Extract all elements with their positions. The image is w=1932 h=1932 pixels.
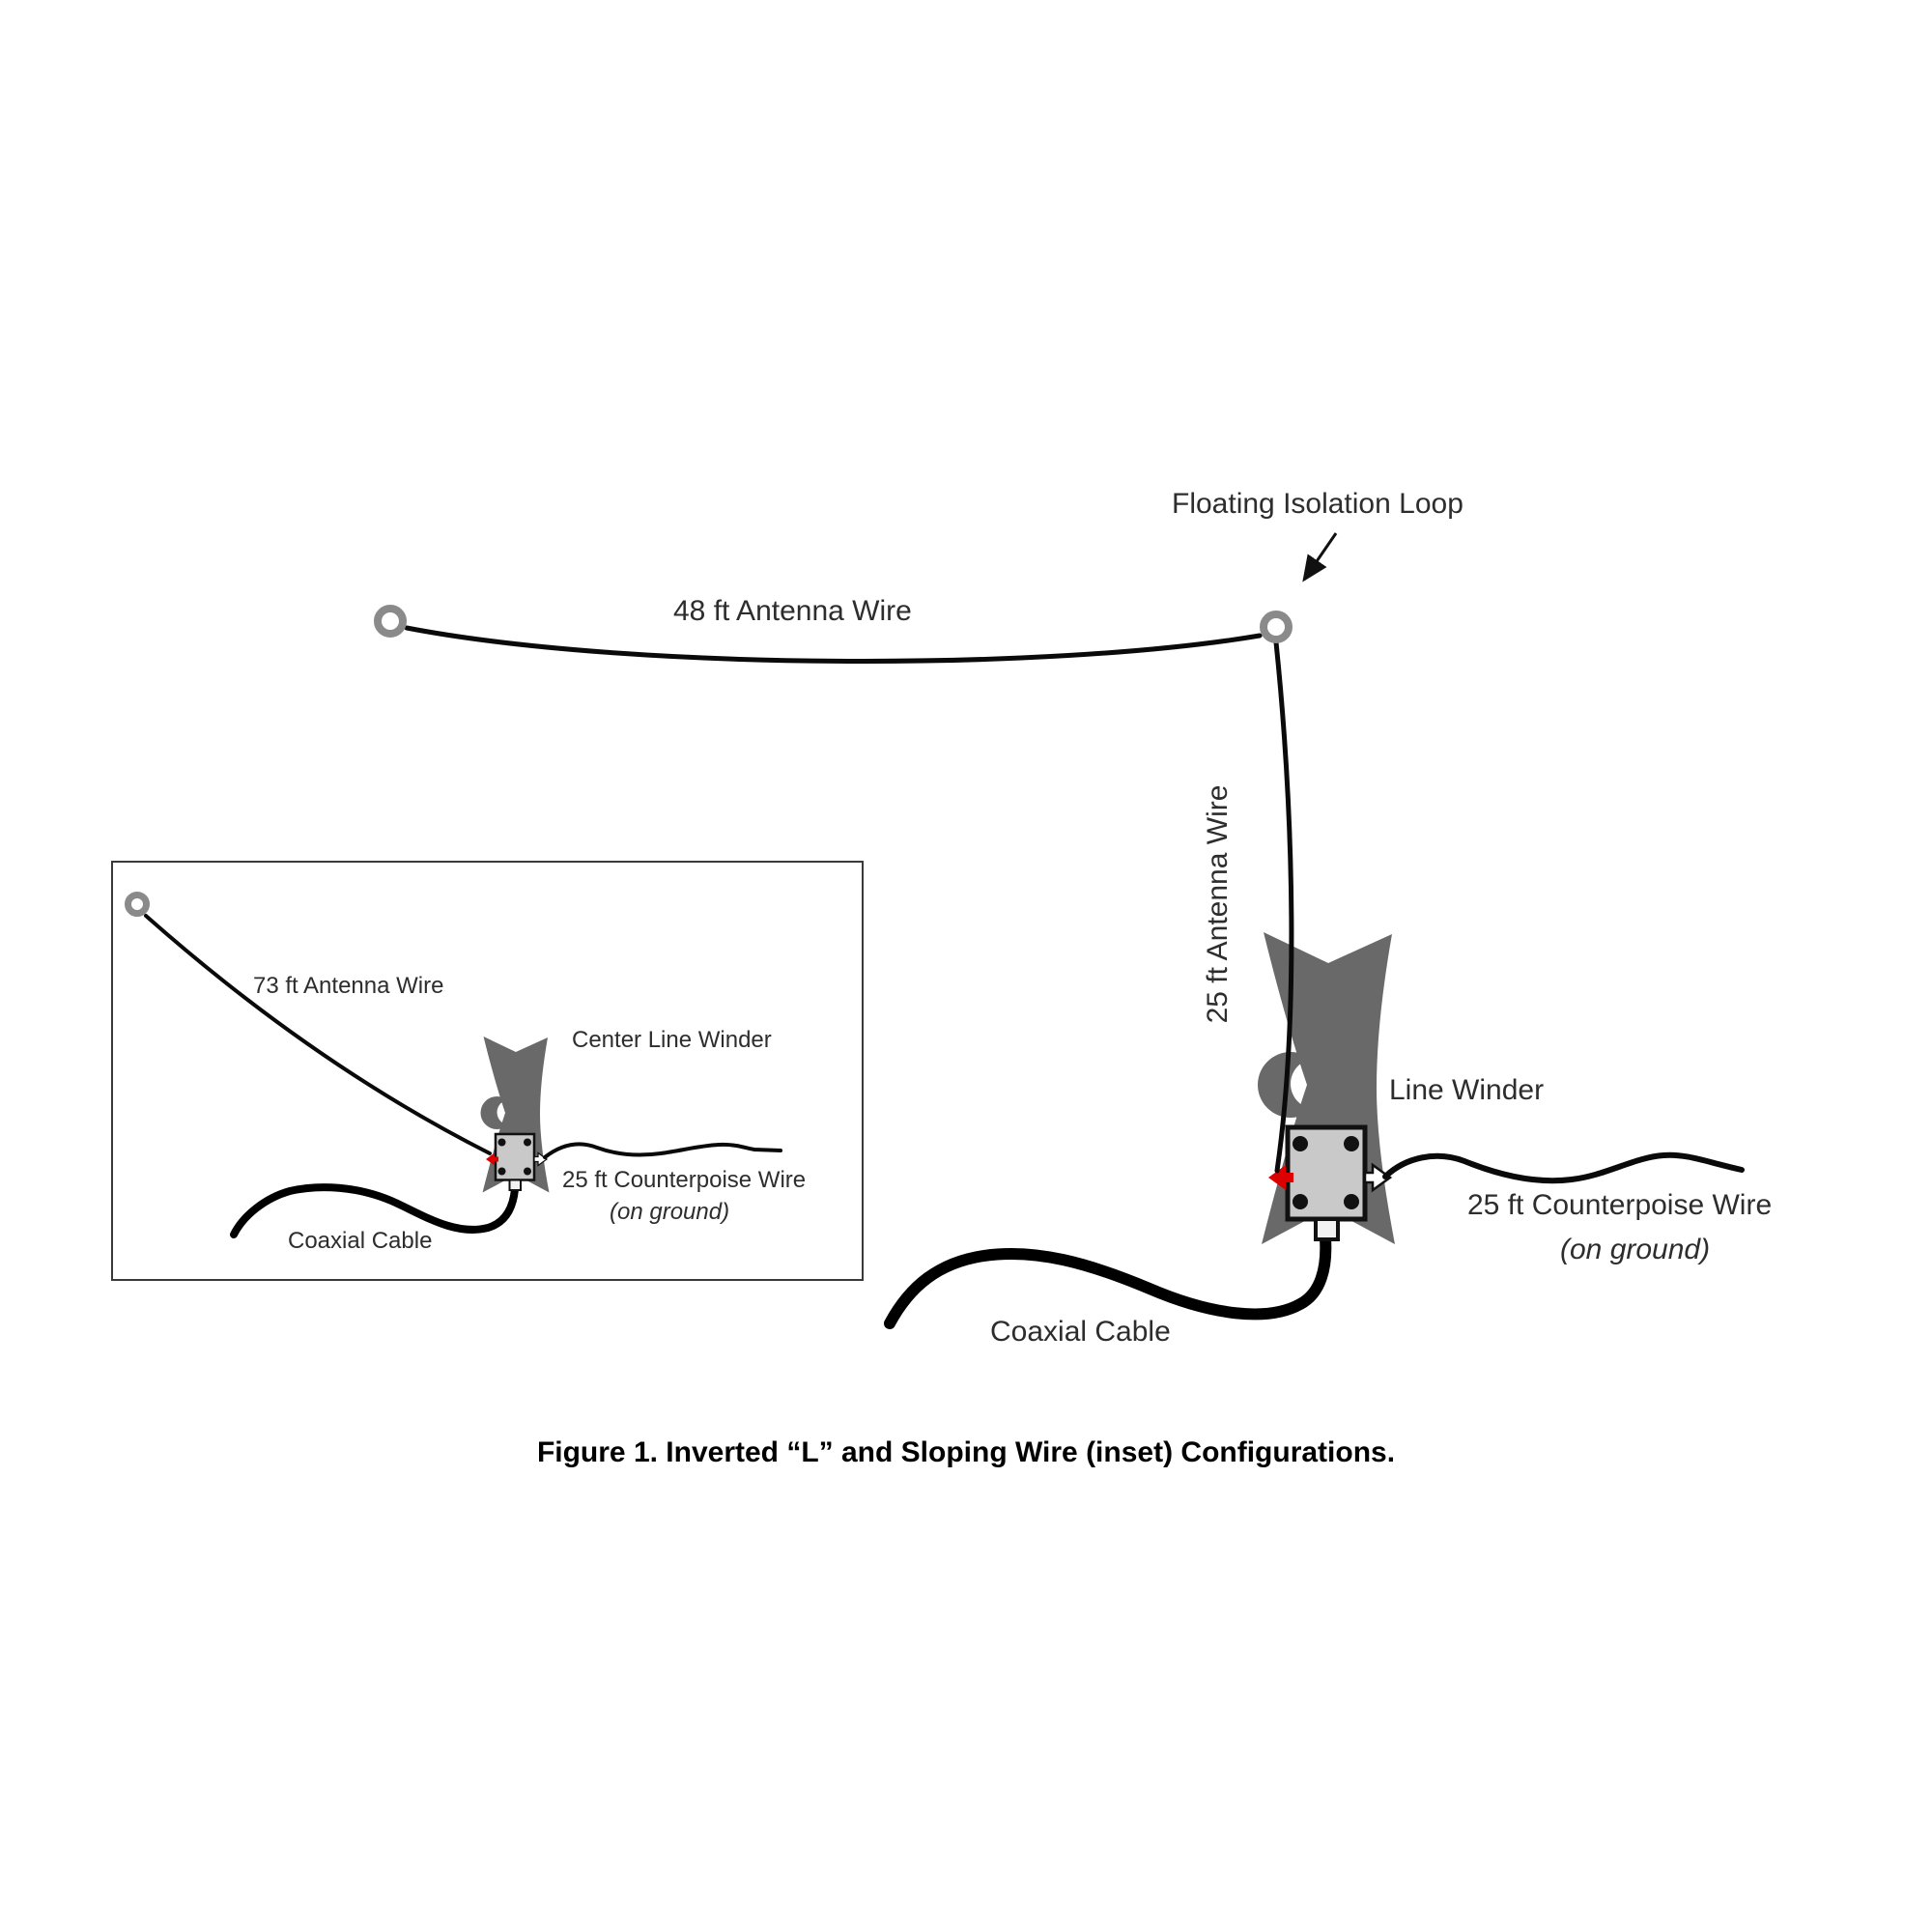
antenna-wire-25-line	[1273, 639, 1294, 1174]
coaxial-cable-label: Coaxial Cable	[990, 1316, 1171, 1348]
inset-center-line-winder-label: Center Line Winder	[572, 1027, 772, 1053]
inset-center-line-winder	[479, 1035, 551, 1194]
inset-coaxial-cable-line	[230, 1183, 519, 1238]
floating-isolation-loop-label: Floating Isolation Loop	[1172, 488, 1463, 520]
inset-antenna-wire-73-label: 73 ft Antenna Wire	[253, 973, 444, 999]
antenna-wire-48-label: 48 ft Antenna Wire	[673, 595, 912, 627]
coaxial-cable-line	[884, 1233, 1332, 1329]
line-winder-assembly	[1258, 932, 1395, 1244]
figure-caption: Figure 1. Inverted “L” and Sloping Wire …	[536, 1436, 1396, 1468]
antenna-wire-25-label: 25 ft Antenna Wire	[1201, 784, 1234, 1024]
inset-on-ground-label: (on ground)	[610, 1199, 730, 1225]
antenna-wire-48-line	[404, 625, 1263, 664]
on-ground-label: (on ground)	[1560, 1234, 1711, 1265]
main-inverted-l-diagram	[374, 532, 1745, 1329]
isolation-loop-pointer-arrow-icon	[1302, 532, 1338, 582]
inset-panel	[111, 861, 864, 1281]
inset-sloping-wire-diagram	[125, 892, 782, 1238]
inset-support-ring-icon	[125, 892, 150, 917]
counterpoise-wire-label: 25 ft Counterpoise Wire	[1467, 1189, 1773, 1221]
floating-isolation-loop-icon	[1260, 611, 1293, 643]
counterpoise-wire-line	[1382, 1151, 1745, 1184]
inset-antenna-wire-line	[144, 914, 492, 1155]
inset-counterpoise-wire-line	[543, 1142, 782, 1159]
inset-coaxial-cable-label: Coaxial Cable	[288, 1228, 433, 1254]
line-winder-label: Line Winder	[1389, 1074, 1545, 1106]
inset-counterpoise-wire-label: 25 ft Counterpoise Wire	[562, 1167, 807, 1193]
support-ring-left-icon	[374, 605, 407, 638]
